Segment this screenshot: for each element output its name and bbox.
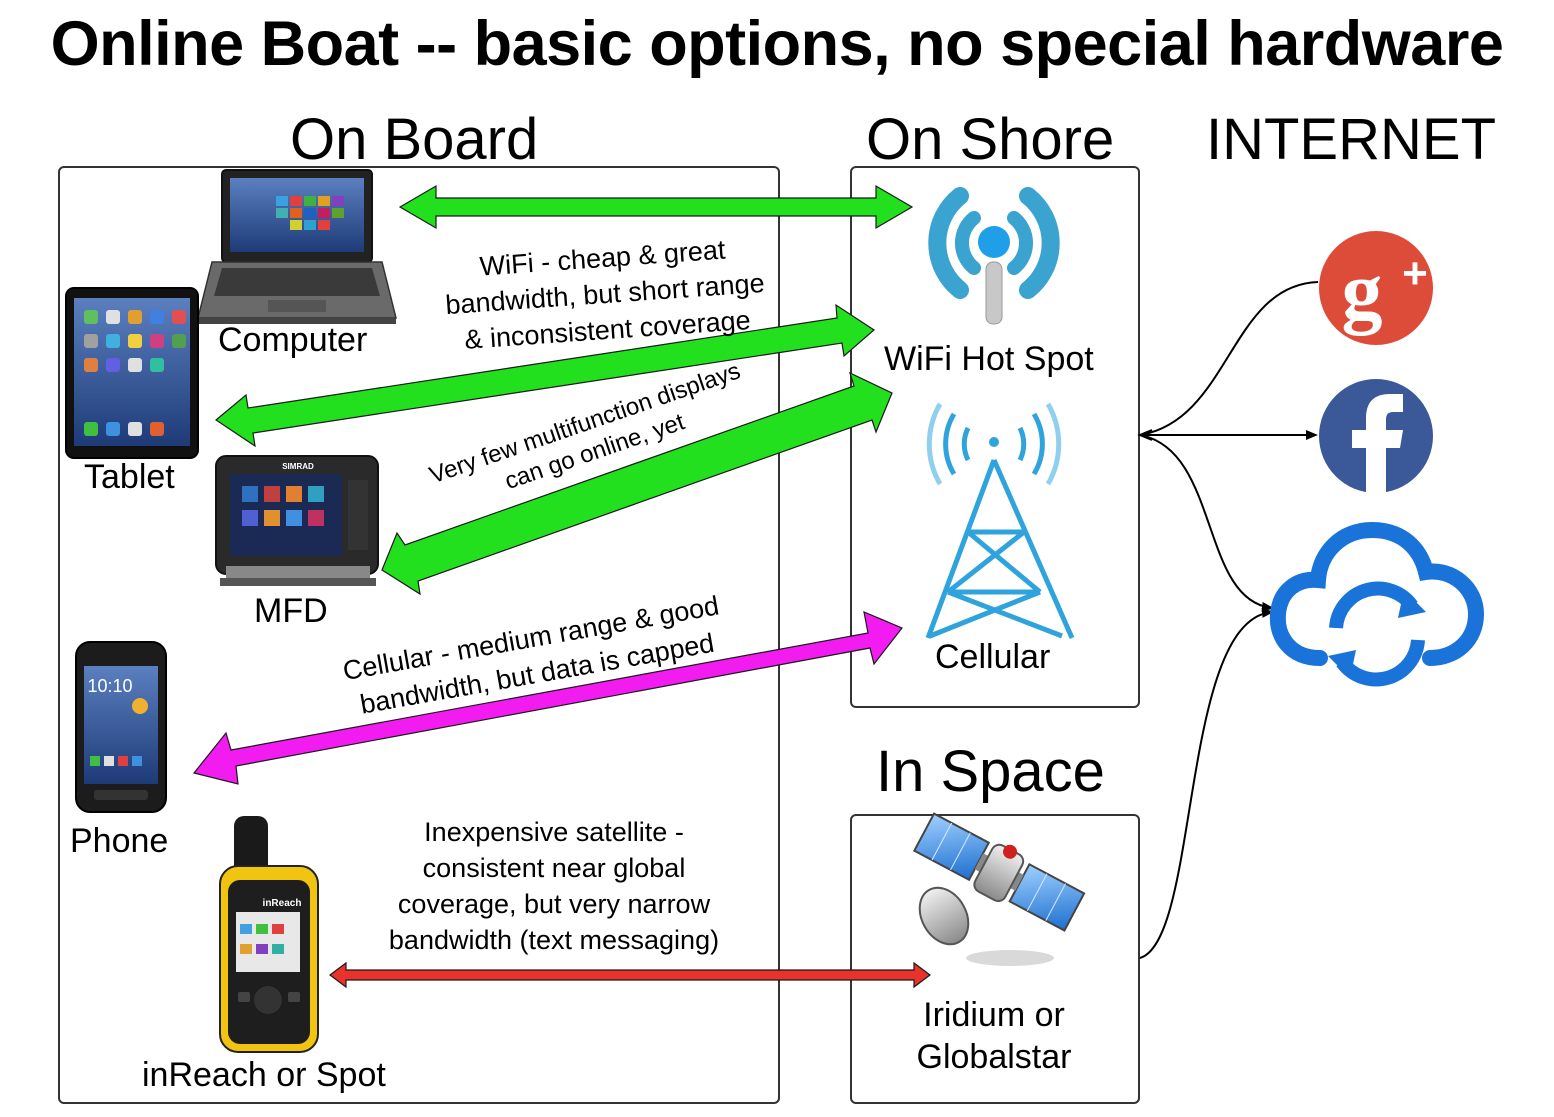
arrow-inreach-satellite	[329, 961, 931, 989]
heading-on-board: On Board	[290, 107, 539, 172]
inreach-brand-text: inReach	[263, 898, 302, 909]
note-satellite-line-1: Inexpensive satellite -	[424, 817, 684, 847]
label-wifi-hotspot: WiFi Hot Spot	[884, 340, 1094, 378]
arrow-computer-wifi	[398, 184, 914, 230]
phone-clock-text: 10:10	[87, 676, 132, 696]
label-globalstar: Globalstar	[916, 1038, 1072, 1076]
cell-tower-icon	[925, 402, 1075, 640]
wifi-hotspot-icon	[928, 187, 1060, 325]
on-board-box	[58, 166, 780, 1104]
satellite-icon	[912, 812, 1086, 966]
mfd-brand-text: SIMRAD	[282, 462, 314, 471]
facebook-icon	[1319, 379, 1433, 493]
cloud-sync-icon	[1269, 521, 1485, 687]
on-shore-box	[850, 166, 1140, 708]
google-plus-icon: g +	[1319, 231, 1433, 345]
mfd-icon: SIMRAD	[215, 455, 379, 586]
heading-on-shore: On Shore	[866, 107, 1115, 172]
svg-text:+: +	[1402, 249, 1428, 298]
note-satellite: Inexpensive satellite - consistent near …	[354, 814, 754, 958]
label-tablet: Tablet	[84, 458, 175, 496]
label-iridium: Iridium or	[923, 996, 1065, 1034]
label-inreach: inReach or Spot	[142, 1056, 386, 1094]
internet-connectors	[1137, 281, 1319, 959]
laptop-icon	[197, 169, 397, 324]
label-phone: Phone	[70, 822, 169, 860]
inreach-icon: inReach	[219, 816, 319, 1053]
arrow-tablet-wifi	[214, 303, 875, 448]
heading-internet: INTERNET	[1206, 107, 1496, 172]
phone-icon: 10:10	[75, 641, 167, 813]
note-satellite-line-4: bandwidth (text messaging)	[388, 925, 720, 955]
arrow-mfd-wifi	[381, 371, 893, 596]
tablet-icon	[65, 287, 199, 459]
label-mfd: MFD	[254, 592, 328, 630]
arrow-phone-cellular	[192, 611, 903, 785]
label-cellular: Cellular	[935, 638, 1051, 676]
note-satellite-line-3: coverage, but very narrow	[397, 889, 711, 919]
in-space-box	[850, 814, 1140, 1104]
label-computer: Computer	[218, 321, 368, 359]
note-satellite-line-2: consistent near global	[422, 853, 686, 883]
svg-text:g: g	[1342, 245, 1383, 336]
diagram-title: Online Boat -- basic options, no special…	[50, 9, 1504, 79]
heading-in-space: In Space	[876, 739, 1105, 804]
